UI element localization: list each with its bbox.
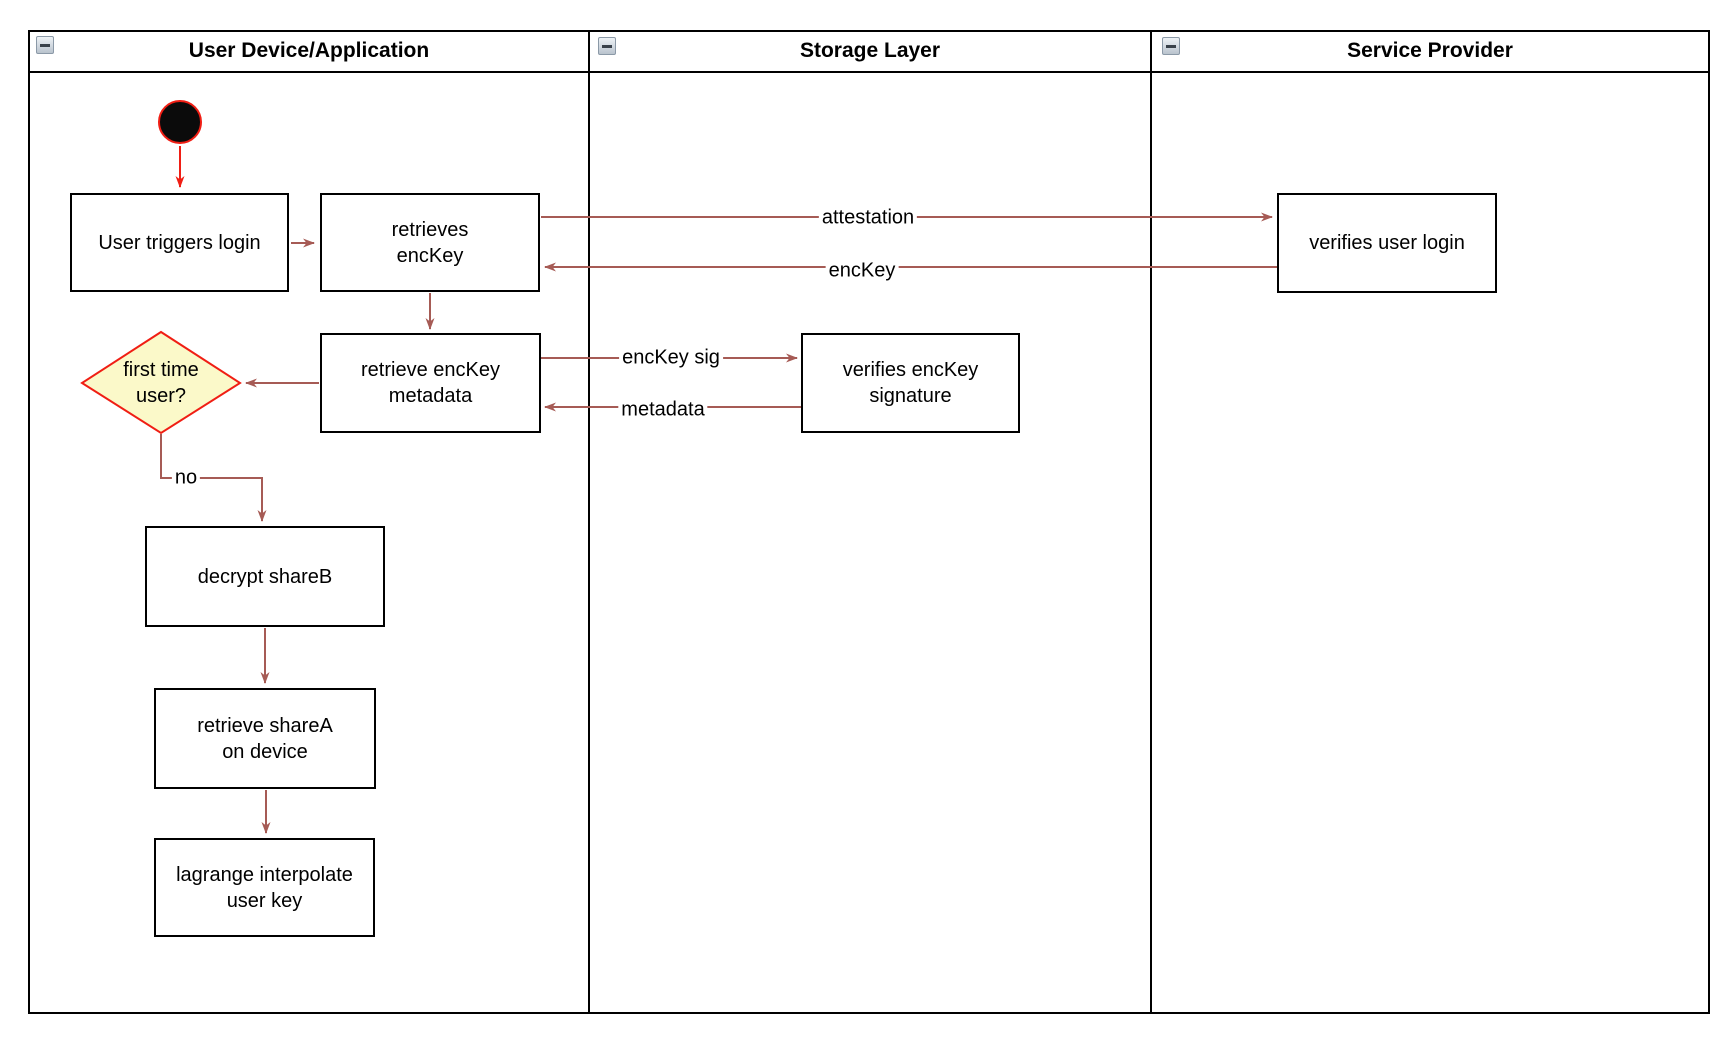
node-label: verifies encKey signature — [842, 359, 979, 407]
edge-label-enckey: encKey — [825, 259, 899, 283]
node-label: User triggers login — [98, 231, 261, 254]
edge-label-metadata: metadata — [618, 398, 708, 422]
edge-label-attestation: attestation — [818, 206, 918, 230]
node-decrypt-shareb[interactable]: decrypt shareB — [145, 526, 385, 627]
lane2-collapse-button[interactable] — [598, 37, 616, 55]
minus-icon — [1166, 45, 1176, 48]
edge-label-no: no — [171, 466, 201, 490]
node-verifies-user-login[interactable]: verifies user login — [1277, 193, 1497, 293]
node-label: retrieve encKey metadata — [361, 359, 500, 407]
node-verifies-enckey-signature[interactable]: verifies encKey signature — [801, 333, 1020, 433]
header-separator — [30, 71, 1708, 73]
node-label: verifies user login — [1309, 232, 1465, 254]
edge-label-enckey-sig: encKey sig — [619, 346, 723, 370]
lane-separator-2 — [1150, 30, 1152, 1014]
lane1-collapse-button[interactable] — [36, 36, 54, 54]
node-label: retrieve shareA on device — [197, 714, 333, 763]
node-first-time-user-label: first time user? — [123, 358, 199, 407]
minus-icon — [40, 44, 50, 47]
node-retrieve-sharea[interactable]: retrieve shareA on device — [154, 688, 376, 789]
minus-icon — [602, 45, 612, 48]
node-retrieve-enckey-metadata[interactable]: retrieve encKey metadata — [320, 333, 541, 433]
node-label: lagrange interpolate user key — [176, 863, 353, 912]
node-user-triggers-login[interactable]: User triggers login — [70, 193, 289, 292]
initial-node[interactable] — [158, 100, 202, 144]
lane-separator-1 — [588, 30, 590, 1014]
node-label: decrypt shareB — [197, 565, 333, 588]
node-retrieves-enckey[interactable]: retrieves encKey — [320, 193, 540, 292]
node-label: retrieves encKey — [391, 218, 469, 267]
lane3-collapse-button[interactable] — [1162, 37, 1180, 55]
lane-title-service-provider: Service Provider — [1347, 39, 1513, 62]
lane-title-user-device: User Device/Application — [188, 39, 430, 62]
node-lagrange-interpolate[interactable]: lagrange interpolate user key — [154, 838, 375, 937]
lane-title-storage-layer: Storage Layer — [799, 39, 941, 62]
